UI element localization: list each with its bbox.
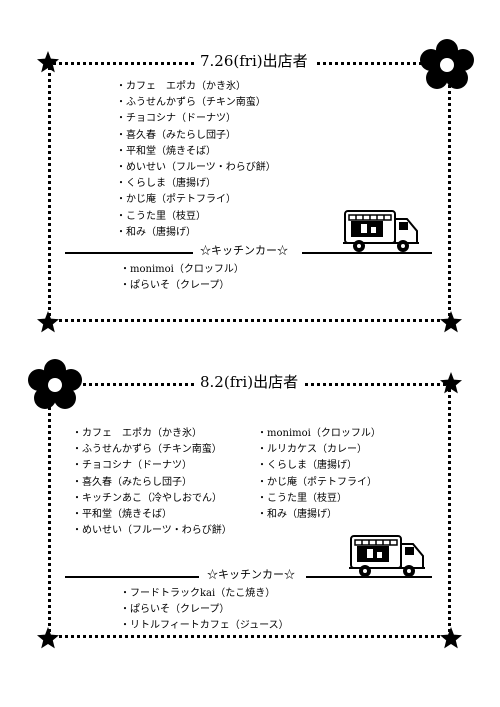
list-item: ふうせんかずら（チキン南蛮） — [116, 95, 276, 111]
list-item: カフェ エポカ（かき氷） — [116, 79, 276, 95]
list-item: monimoi（クロッフル） — [120, 262, 244, 278]
list-item: 喜久春（みたらし団子） — [72, 475, 232, 491]
star-icon — [36, 626, 60, 650]
list-item: フードトラックkai（たこ焼き） — [120, 586, 289, 602]
list-item: ぱらいそ（クレープ） — [120, 278, 244, 294]
list-item: ぱらいそ（クレープ） — [120, 602, 289, 618]
star-icon — [439, 371, 463, 395]
kitchen-car-heading: ☆キッチンカー☆ — [200, 244, 288, 257]
kitchen-car-list-july: monimoi（クロッフル） ぱらいそ（クレープ） — [120, 262, 244, 294]
list-item: こうた里（枝豆） — [257, 491, 381, 507]
list-item: チョコシナ（ドーナツ） — [116, 111, 276, 127]
list-item: 和み（唐揚げ） — [116, 225, 276, 241]
list-item: 喜久春（みたらし団子） — [116, 128, 276, 144]
divider-line — [302, 252, 432, 254]
shop-list-august-right: monimoi（クロッフル） ルリカケス（カレー） くらしま（唐揚げ） かじ庵（… — [257, 426, 381, 523]
event-title-august: 8.2(fri)出店者 — [194, 373, 305, 391]
list-item: くらしま（唐揚げ） — [116, 176, 276, 192]
list-item: 平和堂（焼きそば） — [72, 507, 232, 523]
kitchen-car-heading: ☆キッチンカー☆ — [207, 568, 295, 581]
food-truck-icon — [349, 532, 425, 578]
flower-icon — [27, 358, 83, 410]
food-truck-icon — [343, 207, 419, 253]
list-item: カフェ エポカ（かき氷） — [72, 426, 232, 442]
star-icon — [439, 626, 463, 650]
list-item: めいせい（フルーツ・わらび餅） — [116, 160, 276, 176]
divider-line — [306, 576, 432, 578]
list-item: 平和堂（焼きそば） — [116, 144, 276, 160]
list-item: くらしま（唐揚げ） — [257, 458, 381, 474]
list-item: チョコシナ（ドーナツ） — [72, 458, 232, 474]
list-item: ルリカケス（カレー） — [257, 442, 381, 458]
list-item: キッチンあこ（冷やしおでん） — [72, 491, 232, 507]
list-item: 和み（唐揚げ） — [257, 507, 381, 523]
shop-list-july: カフェ エポカ（かき氷） ふうせんかずら（チキン南蛮） チョコシナ（ドーナツ） … — [116, 79, 276, 241]
list-item: こうた里（枝豆） — [116, 209, 276, 225]
list-item: monimoi（クロッフル） — [257, 426, 381, 442]
star-icon — [36, 50, 60, 74]
list-item: かじ庵（ポテトフライ） — [116, 192, 276, 208]
list-item: リトルフィートカフェ（ジュース） — [120, 618, 289, 634]
list-item: かじ庵（ポテトフライ） — [257, 475, 381, 491]
divider-line — [65, 252, 193, 254]
list-item: ふうせんかずら（チキン南蛮） — [72, 442, 232, 458]
list-item: めいせい（フルーツ・わらび餅） — [72, 523, 232, 539]
event-title-july: 7.26(fri)出店者 — [194, 52, 314, 70]
divider-line — [65, 576, 199, 578]
star-icon — [36, 310, 60, 334]
shop-list-august-left: カフェ エポカ（かき氷） ふうせんかずら（チキン南蛮） チョコシナ（ドーナツ） … — [72, 426, 232, 539]
star-icon — [439, 310, 463, 334]
kitchen-car-list-august: フードトラックkai（たこ焼き） ぱらいそ（クレープ） リトルフィートカフェ（ジ… — [120, 586, 289, 635]
flower-icon — [419, 38, 475, 90]
